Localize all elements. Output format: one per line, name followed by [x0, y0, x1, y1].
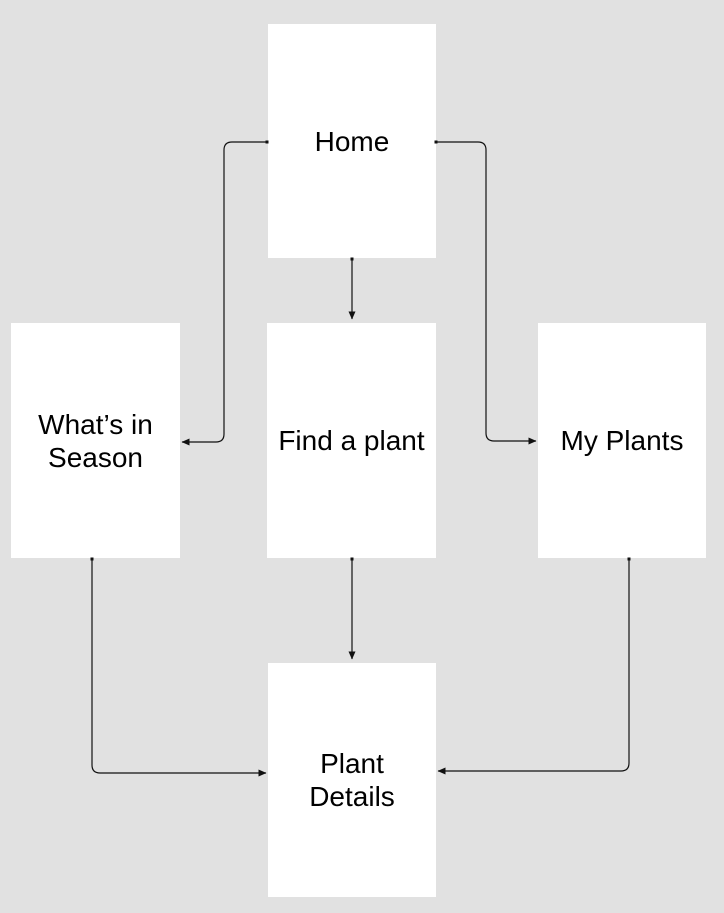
node-label: What’s in Season: [38, 408, 153, 473]
node-label: My Plants: [560, 425, 684, 456]
node-label: Home: [314, 125, 390, 157]
edge-whats-in-season-to-plant-details[interactable]: [90, 557, 267, 777]
node-find-a-plant[interactable]: Find a plant: [267, 323, 436, 558]
edge-home-to-whats-in-season[interactable]: [181, 140, 269, 446]
node-my-plants[interactable]: My Plants: [538, 323, 706, 558]
node-whats-in-season[interactable]: What’s in Season: [11, 323, 180, 558]
node-label: Plant Details: [309, 748, 395, 812]
node-label: Find a plant: [278, 425, 425, 456]
edge-my-plants-to-plant-details[interactable]: [437, 557, 631, 775]
node-home[interactable]: Home: [268, 24, 436, 258]
node-plant-details[interactable]: Plant Details: [268, 663, 436, 897]
edge-home-to-my-plants[interactable]: [434, 140, 537, 445]
